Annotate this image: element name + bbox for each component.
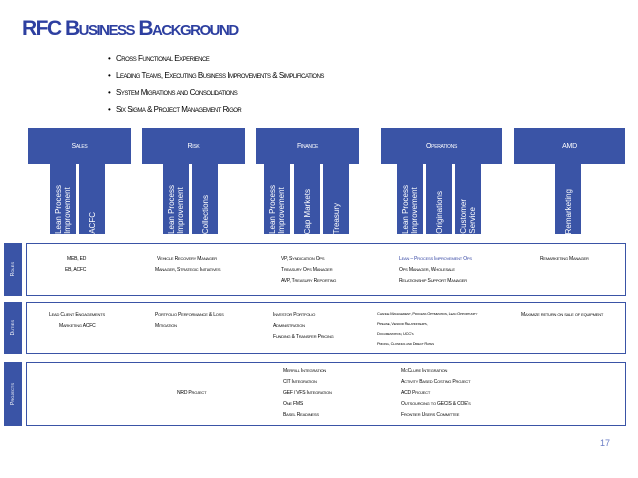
subunit-ops-customerservice: Customer Service <box>455 164 481 234</box>
bullet-item: System Migrations and Consolidations <box>108 84 324 101</box>
role-cell: Remarketing Manager <box>540 256 589 262</box>
subunit-finance-treasury: Treasury <box>323 164 349 234</box>
dept-header-amd: AMD <box>514 128 625 164</box>
duty-cell: Pricing, Closings and Direct Rates <box>377 341 434 346</box>
bullet-list: Cross Functional Experience Leading Team… <box>108 50 324 118</box>
duty-cell: Maximize return on sale of equipment <box>521 312 604 318</box>
duty-cell: Documentation, UCC's <box>377 331 414 336</box>
role-cell: VP, Syndication Ops <box>281 256 325 262</box>
duties-row: Lead Client Engagements Marketing ACFC P… <box>26 302 626 354</box>
duty-cell: Investor Portfolio <box>273 312 316 318</box>
row-label-roles: Roles <box>4 243 22 296</box>
subunit-label: Collections <box>200 194 210 234</box>
project-cell: GEF / VFS Integration <box>283 390 332 396</box>
project-cell: NRD Project <box>177 390 207 396</box>
subunit-label: ACFC <box>87 212 97 234</box>
subunit-label: Customer Service <box>459 199 477 234</box>
subunit-label: Cap Markets <box>302 188 312 234</box>
row-label-text: Duties <box>10 320 16 336</box>
row-label-duties: Duties <box>4 302 22 354</box>
role-cell: Ops Manager, Wholesale <box>399 267 455 273</box>
subunit-ops-originations: Originations <box>426 164 452 234</box>
page-title: RFC Business Background <box>22 17 239 40</box>
subunit-label: Lean Process Improvement <box>268 185 286 234</box>
page-number: 17 <box>600 438 611 448</box>
role-cell: Manager, Strategic Initiatives <box>155 267 221 273</box>
duty-cell: Marketing ACFC <box>59 323 96 329</box>
subunit-label: Lean Process Improvement <box>167 185 185 234</box>
duty-cell: Portfolio Performance & Loss <box>155 312 224 318</box>
role-cell: EB, ACFC <box>65 267 87 273</box>
role-cell: Relationship Support Manager <box>399 278 467 284</box>
duty-cell: Pipeline, Vendor Relationships, <box>377 321 428 326</box>
subunit-risk-collections: Collections <box>192 164 218 234</box>
duty-cell: Lead Client Engagements <box>49 312 105 318</box>
subunit-amd-remarketing: Remarketing <box>555 164 581 234</box>
project-cell: Activity Based Costing Project <box>401 379 471 385</box>
subunit-label: Remarketing <box>563 188 573 234</box>
role-cell: Vehicle Recovery Manager <box>157 256 217 262</box>
subunit-finance-capmarkets: Cap Markets <box>294 164 320 234</box>
subunit-risk-lean: Lean Process Improvement <box>163 164 189 234</box>
project-cell: ACD Project <box>401 390 431 396</box>
duty-cell: Administration <box>273 323 305 329</box>
subunit-label: Lean Process Improvement <box>54 185 72 234</box>
bullet-item: Leading Teams, Executing Business Improv… <box>108 67 324 84</box>
dept-header-operations: Operations <box>381 128 502 164</box>
row-label-text: Roles <box>10 262 16 277</box>
projects-row: NRD Project Merrill Integration CIT Inte… <box>26 362 626 426</box>
bullet-item: Cross Functional Experience <box>108 50 324 67</box>
duty-cell: Funding & Transfer Pricing <box>273 334 334 340</box>
subunit-sales-lean: Lean Process Improvement <box>50 164 76 234</box>
role-cell: AVP, Treasury Reporting <box>281 278 337 284</box>
project-cell: Frontier Users Committee <box>401 412 460 418</box>
roles-row: MEB, ED EB, ACFC Vehicle Recovery Manage… <box>26 243 626 296</box>
subunit-sales-acfc: ACFC <box>79 164 105 234</box>
project-cell: Basel Readiness <box>283 412 319 418</box>
project-cell: Merrill Integration <box>283 368 327 374</box>
role-cell: MEB, ED <box>67 256 87 262</box>
subunit-label: Treasury <box>331 202 341 234</box>
role-cell-highlight: Lean – Process Improvement Ops <box>399 256 472 262</box>
project-cell: CIT Integration <box>283 379 317 385</box>
bullet-item: Six Sigma & Project Management Rigor <box>108 101 324 118</box>
role-cell: Treasury Ops Manager <box>281 267 333 273</box>
project-cell: One FMS <box>283 401 303 407</box>
row-label-text: Projects <box>10 382 16 405</box>
subunit-label: Lean Process Improvement <box>401 185 419 234</box>
subunit-ops-lean: Lean Process Improvement <box>397 164 423 234</box>
dept-header-risk: Risk <box>142 128 245 164</box>
duty-cell: Mitigation <box>155 323 177 329</box>
row-label-projects: Projects <box>4 362 22 426</box>
project-cell: McClure Integration <box>401 368 448 374</box>
duty-cell: Change Management, Process Optimization,… <box>377 311 478 316</box>
dept-header-sales: Sales <box>28 128 131 164</box>
dept-header-finance: Finance <box>256 128 359 164</box>
subunit-finance-lean: Lean Process Improvement <box>264 164 290 234</box>
subunit-label: Originations <box>434 191 444 234</box>
project-cell: Outsourcing to GECIS & COE's <box>401 401 471 407</box>
